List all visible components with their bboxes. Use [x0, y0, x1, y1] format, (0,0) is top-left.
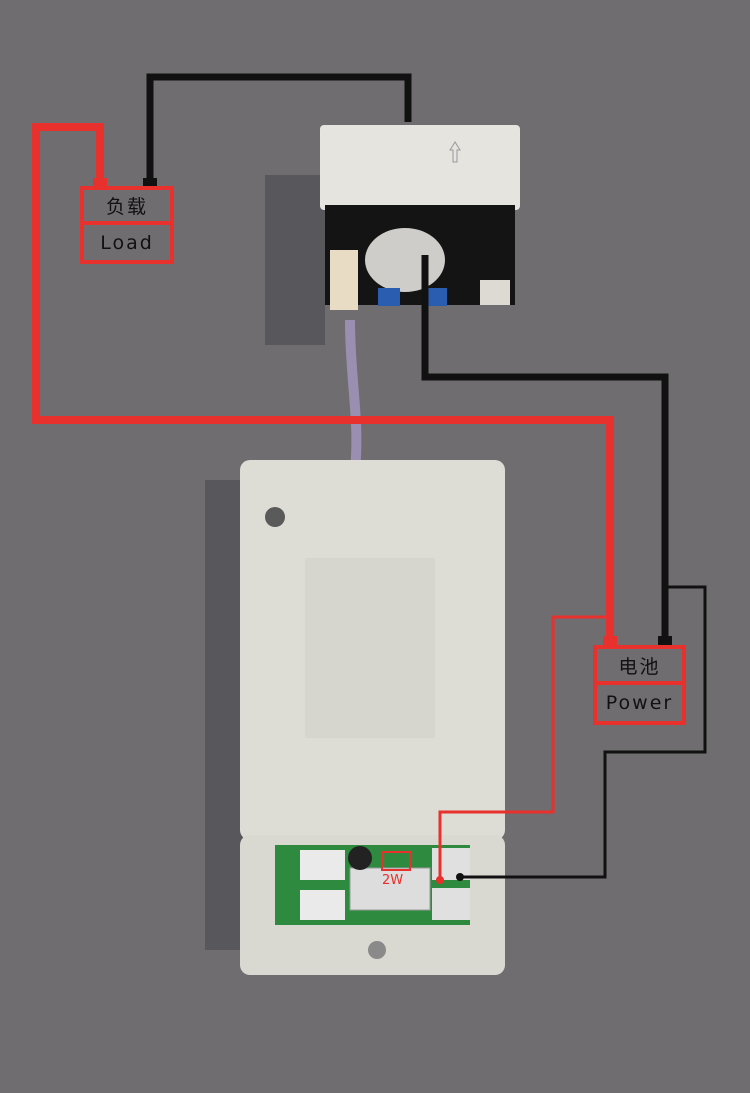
power-label-cn: 电池	[597, 649, 682, 685]
power-label: 电池 Power	[593, 645, 686, 725]
load-label-en: Load	[100, 231, 154, 254]
current-sensor	[320, 125, 520, 310]
module-negative-wire	[460, 585, 707, 879]
positive-wire	[32, 123, 614, 636]
load-negative-wire	[146, 73, 412, 186]
load-label: 负载 Load	[80, 186, 174, 264]
meter-module	[240, 460, 505, 975]
arrow-up-icon	[449, 141, 461, 163]
board-mark: 2W	[382, 873, 403, 888]
power-label-en: Power	[605, 692, 674, 714]
sensor-shadow	[265, 175, 325, 345]
module-positive-wire	[438, 615, 605, 880]
power-negative-wire	[421, 255, 669, 636]
sensor-cable	[345, 319, 362, 471]
jumper-highlight	[381, 851, 411, 871]
load-label-cn: 负载	[84, 190, 170, 225]
